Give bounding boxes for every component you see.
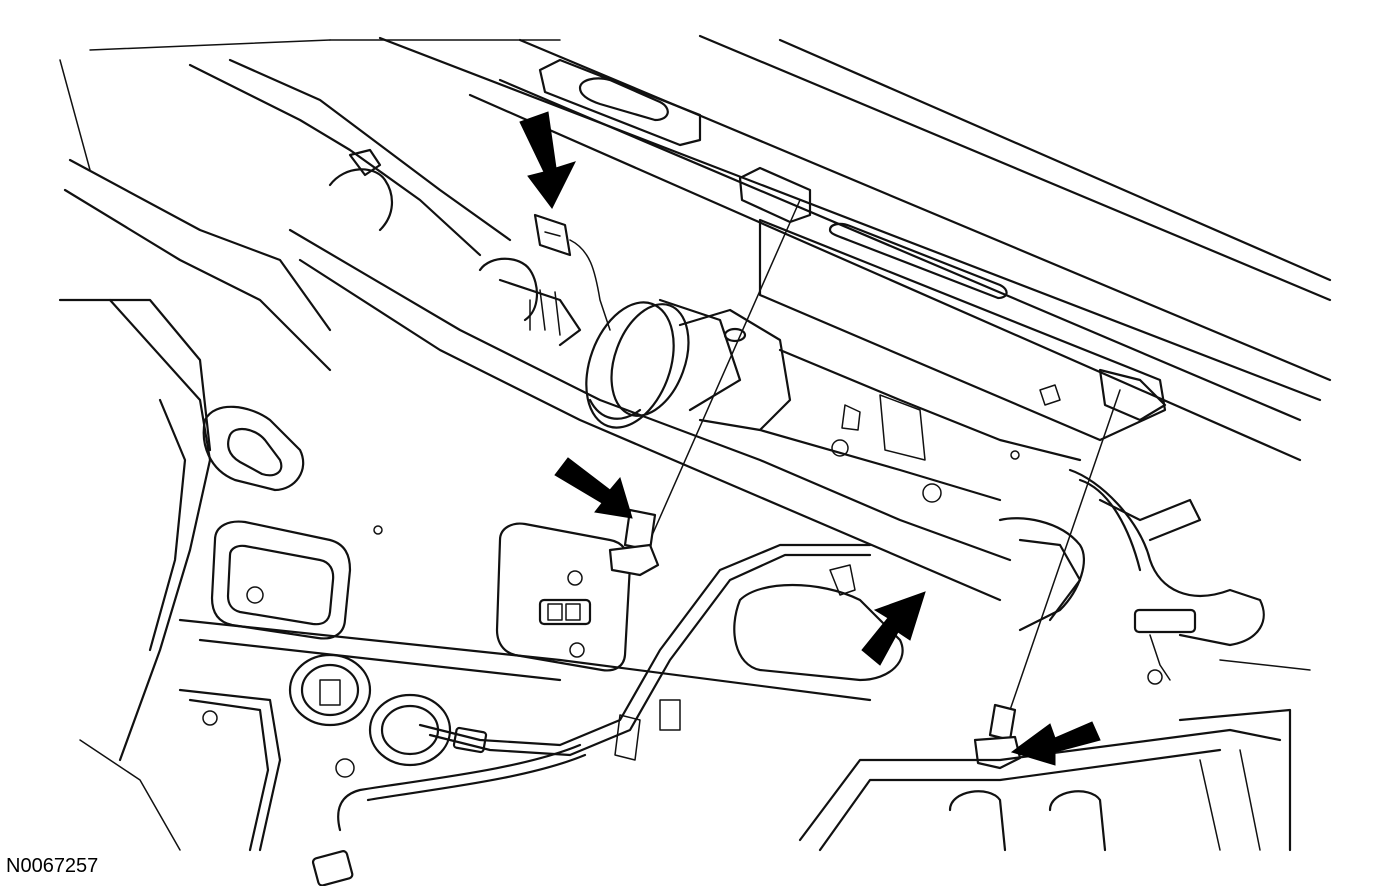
rubber-boot [585, 298, 742, 429]
wiring-harness [311, 468, 1265, 886]
hose-assembly [188, 58, 582, 347]
grommet-lower [288, 653, 452, 767]
figure-id-label: N0067257 [6, 855, 99, 877]
center-bracket [678, 308, 1082, 502]
lower-beam [288, 228, 1085, 632]
rail-slot-center [738, 166, 1167, 442]
bolt-center [608, 199, 801, 577]
center-pad [495, 522, 632, 672]
callout-arrows [519, 111, 1101, 766]
bolt-right [973, 389, 1121, 770]
left-oval-opening [202, 405, 305, 492]
electrical-connector [533, 213, 611, 331]
rail-slot-top [538, 58, 702, 147]
arrow-connector-top [519, 111, 576, 209]
arrow-bolt-right [1010, 721, 1101, 766]
lower-frame [178, 659, 1311, 852]
lower-right-pad [733, 564, 904, 682]
left-pad [210, 520, 352, 640]
upper-rail-panel [89, 34, 1332, 462]
arrow-bolt-center [554, 457, 633, 519]
arrow-bracket-lower [861, 591, 926, 666]
left-body-panel [58, 59, 872, 851]
small-fasteners [202, 384, 1163, 778]
